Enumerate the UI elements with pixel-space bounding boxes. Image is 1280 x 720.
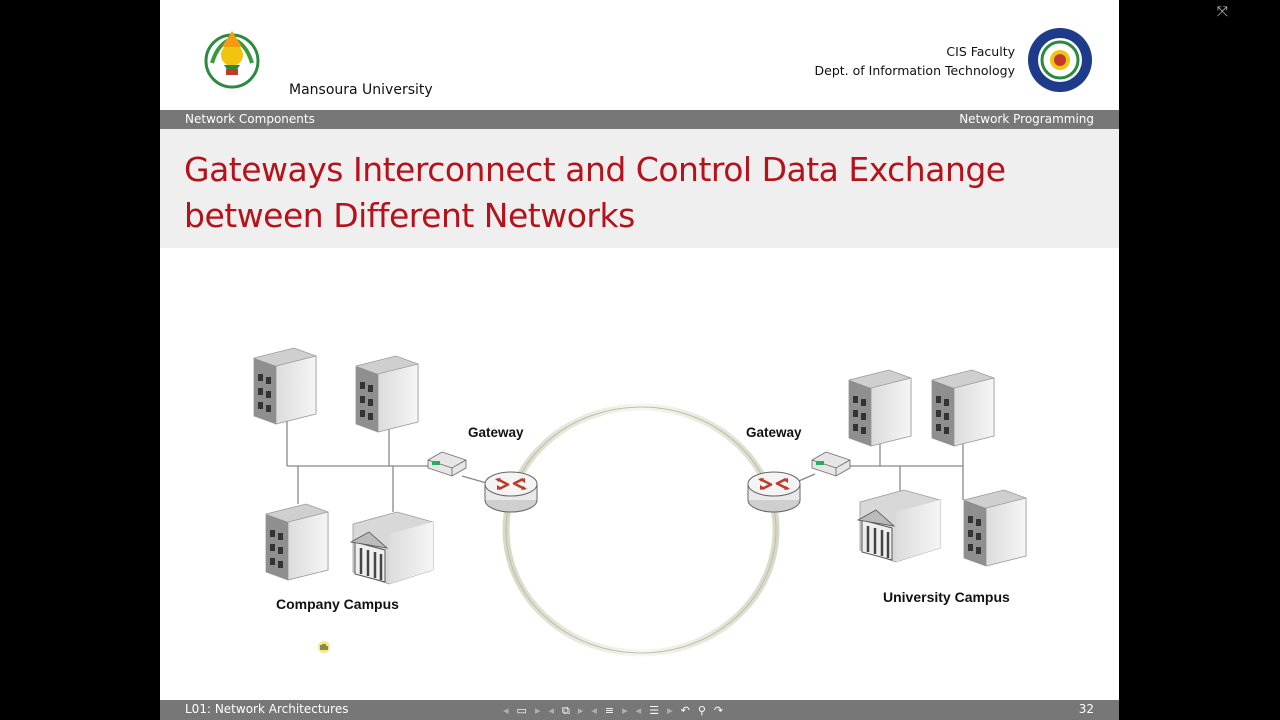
company-lan-lines <box>286 418 491 512</box>
slide-title-line-2: between Different Networks <box>184 196 635 235</box>
mouse-cursor-icon <box>318 641 330 653</box>
company-bank-building <box>349 510 435 586</box>
company-switch <box>427 451 467 477</box>
nav-outline-next-icon[interactable]: ▸ <box>667 703 673 717</box>
gateway-label-left: Gateway <box>468 425 524 440</box>
nav-outline-prev-icon[interactable]: ◂ <box>635 703 642 717</box>
company-building-1 <box>253 347 317 425</box>
nav-section-prev-icon[interactable]: ◂ <box>591 703 597 717</box>
department-name: Dept. of Information Technology <box>814 63 1015 78</box>
nav-next-icon[interactable]: ▸ <box>534 703 541 717</box>
title-box: Gateways Interconnect and Control Data E… <box>160 129 1119 248</box>
faculty-name: CIS Faculty <box>946 44 1015 59</box>
nav-section-icon[interactable]: ≡ <box>604 703 615 717</box>
university-switch <box>811 451 851 477</box>
mansoura-university-logo <box>204 31 260 89</box>
university-name: Mansoura University <box>289 82 433 98</box>
network-diagram: Gateway Gateway Company Campus Universit… <box>253 347 1027 657</box>
fullscreen-icon[interactable]: ⤧ <box>1216 4 1228 20</box>
nav-frame-icon[interactable]: ▭ <box>516 703 527 717</box>
undo-icon[interactable]: ↶ <box>680 703 690 717</box>
footer-lecture[interactable]: L01: Network Architectures <box>185 702 349 716</box>
nav-subsection-icon[interactable]: ⧉ <box>562 703 570 717</box>
nav-prev-icon[interactable]: ◂ <box>503 703 509 717</box>
company-building-2 <box>355 355 419 433</box>
university-bank-building <box>856 488 942 564</box>
slide-title: Gateways Interconnect and Control Data E… <box>184 147 1084 239</box>
university-campus-label: University Campus <box>883 589 1010 605</box>
slide-header: Mansoura University CIS Faculty Dept. of… <box>160 0 1119 110</box>
gateway-router-right <box>746 470 802 514</box>
faculty-info: CIS Faculty Dept. of Information Technol… <box>815 42 1015 80</box>
wan-ring <box>502 403 780 657</box>
section-title[interactable]: Network Components <box>185 112 315 126</box>
cis-faculty-logo <box>1028 28 1092 92</box>
gateway-label-right: Gateway <box>746 425 802 440</box>
slide-title-line-1: Gateways Interconnect and Control Data E… <box>184 150 1006 189</box>
redo-icon[interactable]: ↷ <box>713 703 724 717</box>
search-icon[interactable]: ⚲ <box>697 703 706 717</box>
beamer-nav: ◂ ▭ ▸ ◂ ⧉ ▸ ◂ ≡ ▸ ◂ ☰ ▸ ↶ ⚲ ↷ <box>500 700 726 720</box>
university-building-3 <box>963 489 1027 567</box>
course-title[interactable]: Network Programming <box>959 112 1094 126</box>
company-building-3 <box>265 503 329 581</box>
university-building-1 <box>848 369 912 447</box>
section-bar: Network Components Network Programming <box>160 110 1119 129</box>
nav-subsection-next-icon[interactable]: ▸ <box>577 703 584 717</box>
nav-outline-icon[interactable]: ☰ <box>649 703 660 717</box>
nav-section-next-icon[interactable]: ▸ <box>622 703 628 717</box>
footer-bar: L01: Network Architectures ◂ ▭ ▸ ◂ ⧉ ▸ ◂… <box>160 700 1119 720</box>
nav-subsection-prev-icon[interactable]: ◂ <box>548 703 554 717</box>
company-campus-label: Company Campus <box>276 596 399 612</box>
gateway-router-left <box>483 470 539 514</box>
page-number: 32 <box>1078 702 1094 716</box>
slide: Mansoura University CIS Faculty Dept. of… <box>160 0 1119 720</box>
university-building-2 <box>931 369 995 447</box>
